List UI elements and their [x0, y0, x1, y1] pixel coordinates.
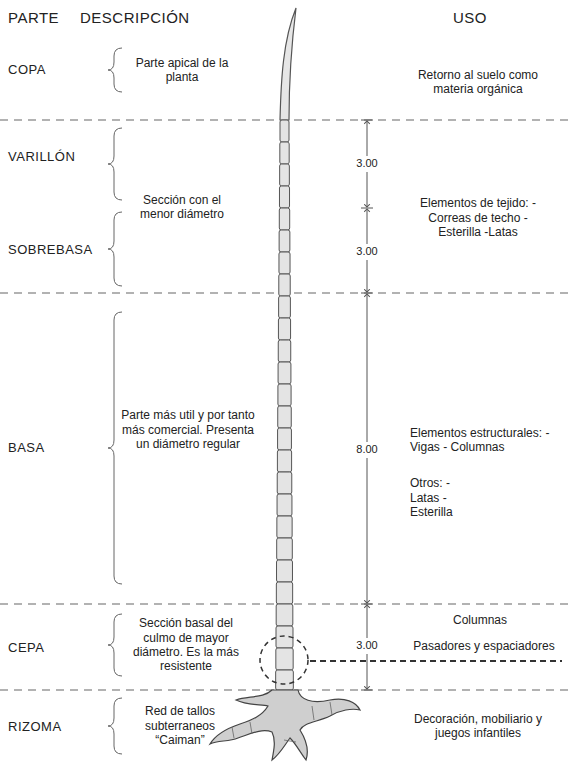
part-description: Parte más util y por tanto más comercial… — [120, 408, 256, 451]
culm-internode — [278, 340, 290, 362]
label-text: USO — [453, 9, 487, 26]
part-description: Parte apical de la planta — [127, 56, 237, 85]
culm-internode — [278, 362, 291, 384]
culm-internode — [278, 428, 292, 450]
part-use: Decoración, mobiliario y juegos infantil… — [403, 712, 553, 741]
rhizome — [210, 690, 360, 760]
culm-tip — [280, 8, 296, 120]
label-text: Sección basal del culmo de mayor diámetr… — [133, 616, 239, 673]
part-use: Elementos estructurales: - Vigas - Colum… — [410, 426, 560, 455]
label-text: Pasadores y espaciadores — [413, 639, 554, 653]
part-description: Sección con el menor diámetro — [126, 193, 238, 222]
dimension-value: 8.00 — [354, 442, 379, 457]
label-text: Elementos de tejido: - Correas de techo … — [420, 196, 536, 239]
detail-circle — [260, 636, 308, 684]
label-text: SOBREBASA — [8, 242, 93, 257]
label-text: Retorno al suelo como materia orgánica — [418, 68, 538, 96]
part-name: RIZOMA — [8, 719, 62, 735]
label-text: Columnas — [453, 613, 507, 627]
label-text: VARILLÓN — [8, 149, 75, 164]
dimension-line — [361, 120, 373, 690]
label-text: COPA — [8, 62, 46, 77]
label-text: Red de tallos subterraneos “Caiman” — [145, 704, 215, 747]
label-text: Otros: - Latas - Esterilla — [410, 476, 453, 519]
label-text: RIZOMA — [8, 719, 62, 734]
label-text: BASA — [8, 440, 45, 455]
culm-internode — [276, 604, 293, 626]
label-text: 3.00 — [356, 245, 377, 257]
label-text: DESCRIPCIÓN — [80, 9, 190, 26]
column-heading: USO — [453, 9, 487, 27]
part-name: COPA — [8, 62, 46, 78]
dimension-value: 3.00 — [354, 156, 379, 171]
culm-internode — [280, 164, 290, 186]
culm-internode — [279, 230, 290, 252]
part-name: SOBREBASA — [8, 242, 93, 258]
culm-internode — [278, 318, 290, 340]
label-text: Parte apical de la planta — [136, 56, 229, 84]
label-text: PARTE — [8, 9, 59, 26]
label-text: CEPA — [8, 640, 44, 655]
bamboo-culm — [276, 120, 294, 690]
culm-internode — [280, 120, 289, 142]
culm-internode — [276, 582, 292, 604]
part-use: Columnas — [453, 613, 507, 627]
column-heading: DESCRIPCIÓN — [80, 9, 190, 27]
dimension-value: 3.00 — [354, 638, 379, 653]
label-text: Decoración, mobiliario y juegos infantil… — [414, 712, 542, 740]
culm-internode — [278, 406, 292, 428]
label-text: 8.00 — [356, 443, 377, 455]
culm-internode — [277, 516, 292, 538]
culm-internode — [279, 252, 290, 274]
culm-internode — [279, 208, 289, 230]
dimension-value: 3.00 — [354, 244, 379, 259]
culm-internode — [279, 296, 291, 318]
culm-internode — [276, 670, 294, 690]
label-text: Elementos estructurales: - Vigas - Colum… — [410, 426, 549, 454]
label-text: Parte más util y por tanto más comercial… — [121, 408, 254, 451]
label-text: Sección con el menor diámetro — [140, 193, 224, 221]
culm-internode — [279, 274, 290, 296]
part-description: Red de tallos subterraneos “Caiman” — [124, 704, 236, 747]
curly-bracket — [108, 48, 122, 754]
part-description: Sección basal del culmo de mayor diámetr… — [124, 616, 248, 674]
column-heading: PARTE — [8, 9, 59, 27]
culm-internode — [277, 560, 293, 582]
section-divider — [0, 120, 573, 690]
culm-internode — [276, 648, 293, 670]
label-text: 3.00 — [356, 639, 377, 651]
culm-internode — [280, 142, 289, 164]
culm-internode — [277, 450, 291, 472]
culm-internode — [279, 186, 289, 208]
culm-internode — [277, 494, 292, 516]
leader-line — [310, 660, 562, 662]
part-use: Retorno al suelo como materia orgánica — [403, 68, 553, 97]
part-name: BASA — [8, 440, 45, 456]
part-name: VARILLÓN — [8, 149, 75, 165]
label-text: 3.00 — [356, 157, 377, 169]
part-name: CEPA — [8, 640, 44, 656]
culm-internode — [277, 538, 293, 560]
part-use: Elementos de tejido: - Correas de techo … — [414, 196, 542, 239]
part-use: Otros: - Latas - Esterilla — [410, 476, 480, 519]
culm-internode — [277, 472, 292, 494]
part-use: Pasadores y espaciadores — [413, 639, 554, 653]
culm-internode — [278, 384, 291, 406]
